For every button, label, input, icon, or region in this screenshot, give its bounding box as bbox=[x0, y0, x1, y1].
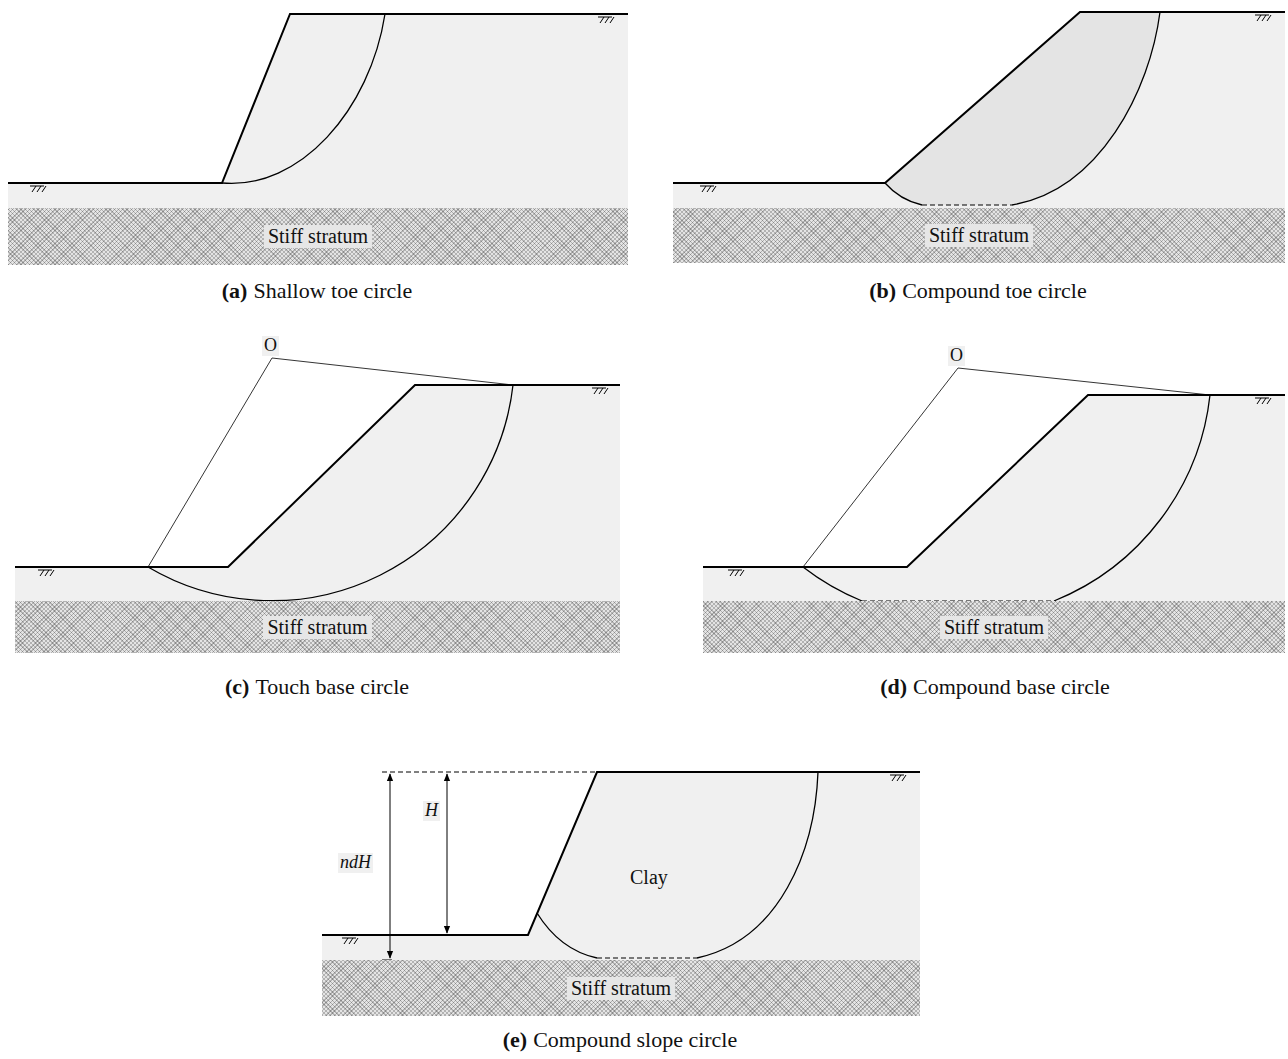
dimension-label: ndH bbox=[338, 853, 373, 873]
stratum-label: Stiff stratum bbox=[940, 616, 1048, 639]
caption: (a)Shallow toe circle bbox=[222, 278, 413, 304]
panel-letter: (c) bbox=[225, 674, 249, 699]
dimension-label: H bbox=[423, 801, 440, 821]
soil-fill bbox=[8, 12, 1285, 960]
panel-caption: Compound toe circle bbox=[902, 278, 1087, 303]
panel-letter: (e) bbox=[503, 1027, 527, 1052]
stiff-stratum-band: Stiff stratum bbox=[703, 601, 1285, 653]
soil-label: Clay bbox=[628, 866, 670, 888]
ground-symbol bbox=[30, 15, 1271, 944]
caption: (e)Compound slope circle bbox=[503, 1027, 738, 1053]
stiff-stratum-band: Stiff stratum bbox=[15, 601, 620, 653]
stiff-stratum-band: Stiff stratum bbox=[8, 208, 628, 265]
panel-letter: (a) bbox=[222, 278, 248, 303]
dimension-line bbox=[382, 774, 528, 960]
caption: (b)Compound toe circle bbox=[869, 278, 1086, 304]
slip-surface bbox=[148, 12, 1210, 958]
circle-centre: O bbox=[262, 336, 279, 356]
stiff-stratum-band: Stiff stratum bbox=[673, 208, 1285, 263]
caption: (d)Compound base circle bbox=[880, 674, 1110, 700]
panel-caption: Shallow toe circle bbox=[253, 278, 412, 303]
stratum-label: Stiff stratum bbox=[263, 616, 371, 639]
sliding-mass bbox=[885, 12, 1160, 205]
stratum-contact bbox=[382, 205, 1054, 958]
caption: (c)Touch base circle bbox=[225, 674, 409, 700]
stiff-stratum-band: Stiff stratum bbox=[322, 960, 920, 1016]
radius-line bbox=[148, 358, 1210, 567]
panel-caption: Compound base circle bbox=[913, 674, 1110, 699]
stratum-label: Stiff stratum bbox=[264, 225, 372, 248]
circle-centre: O bbox=[948, 346, 965, 366]
stratum-label: Stiff stratum bbox=[925, 224, 1033, 247]
ground-surface bbox=[8, 12, 1285, 935]
panel-letter: (d) bbox=[880, 674, 907, 699]
panel-letter: (b) bbox=[869, 278, 896, 303]
panel-caption: Touch base circle bbox=[255, 674, 409, 699]
panel-caption: Compound slope circle bbox=[533, 1027, 737, 1052]
stratum-label: Stiff stratum bbox=[567, 977, 675, 1000]
